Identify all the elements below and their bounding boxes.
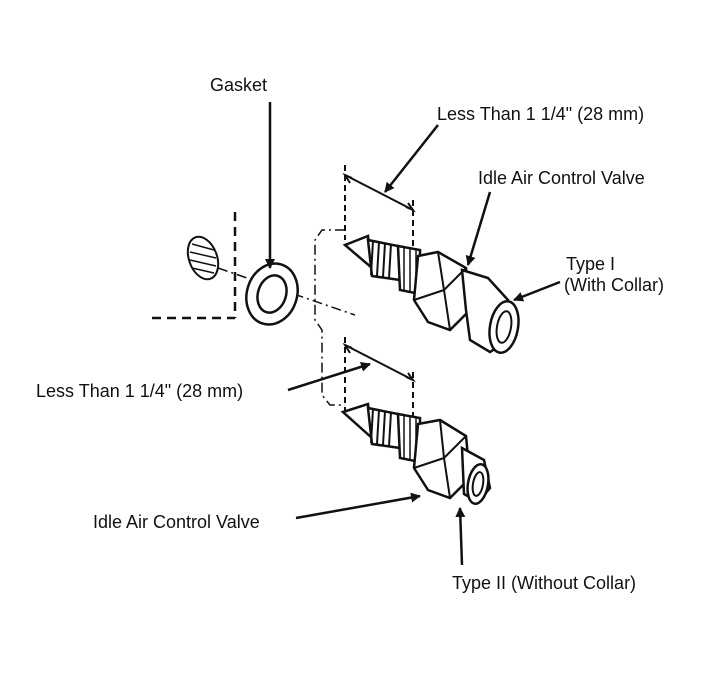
iac-valve-type2 <box>340 402 492 506</box>
type2-leader <box>455 507 466 566</box>
centerline-plug <box>217 267 356 316</box>
type2-label: Type II (Without Collar) <box>452 573 637 593</box>
dimension-top-label: Less Than 1 1/4" (28 mm) <box>437 104 645 124</box>
bore-outline <box>314 229 345 406</box>
dimension-mid-leader <box>287 361 371 392</box>
type1-label-line2: (With Collar) <box>564 275 665 295</box>
iacv-top-label: Idle Air Control Valve <box>478 168 645 188</box>
gasket-label: Gasket <box>210 75 268 95</box>
iac-valve-type1 <box>342 234 520 354</box>
iacv-bottom-leader <box>295 492 421 520</box>
dimension-top-leader <box>384 124 439 193</box>
iacv-top-leader <box>465 191 492 266</box>
dimension-top <box>342 165 416 255</box>
type1-leader <box>513 280 561 302</box>
type1-label-line1: Type I <box>566 254 616 274</box>
port-plug <box>186 235 220 281</box>
port-dashed-outline <box>152 212 237 320</box>
iacv-bottom-label: Idle Air Control Valve <box>93 512 260 532</box>
gasket-ring <box>245 262 299 326</box>
dimension-mid-label: Less Than 1 1/4" (28 mm) <box>36 381 244 401</box>
